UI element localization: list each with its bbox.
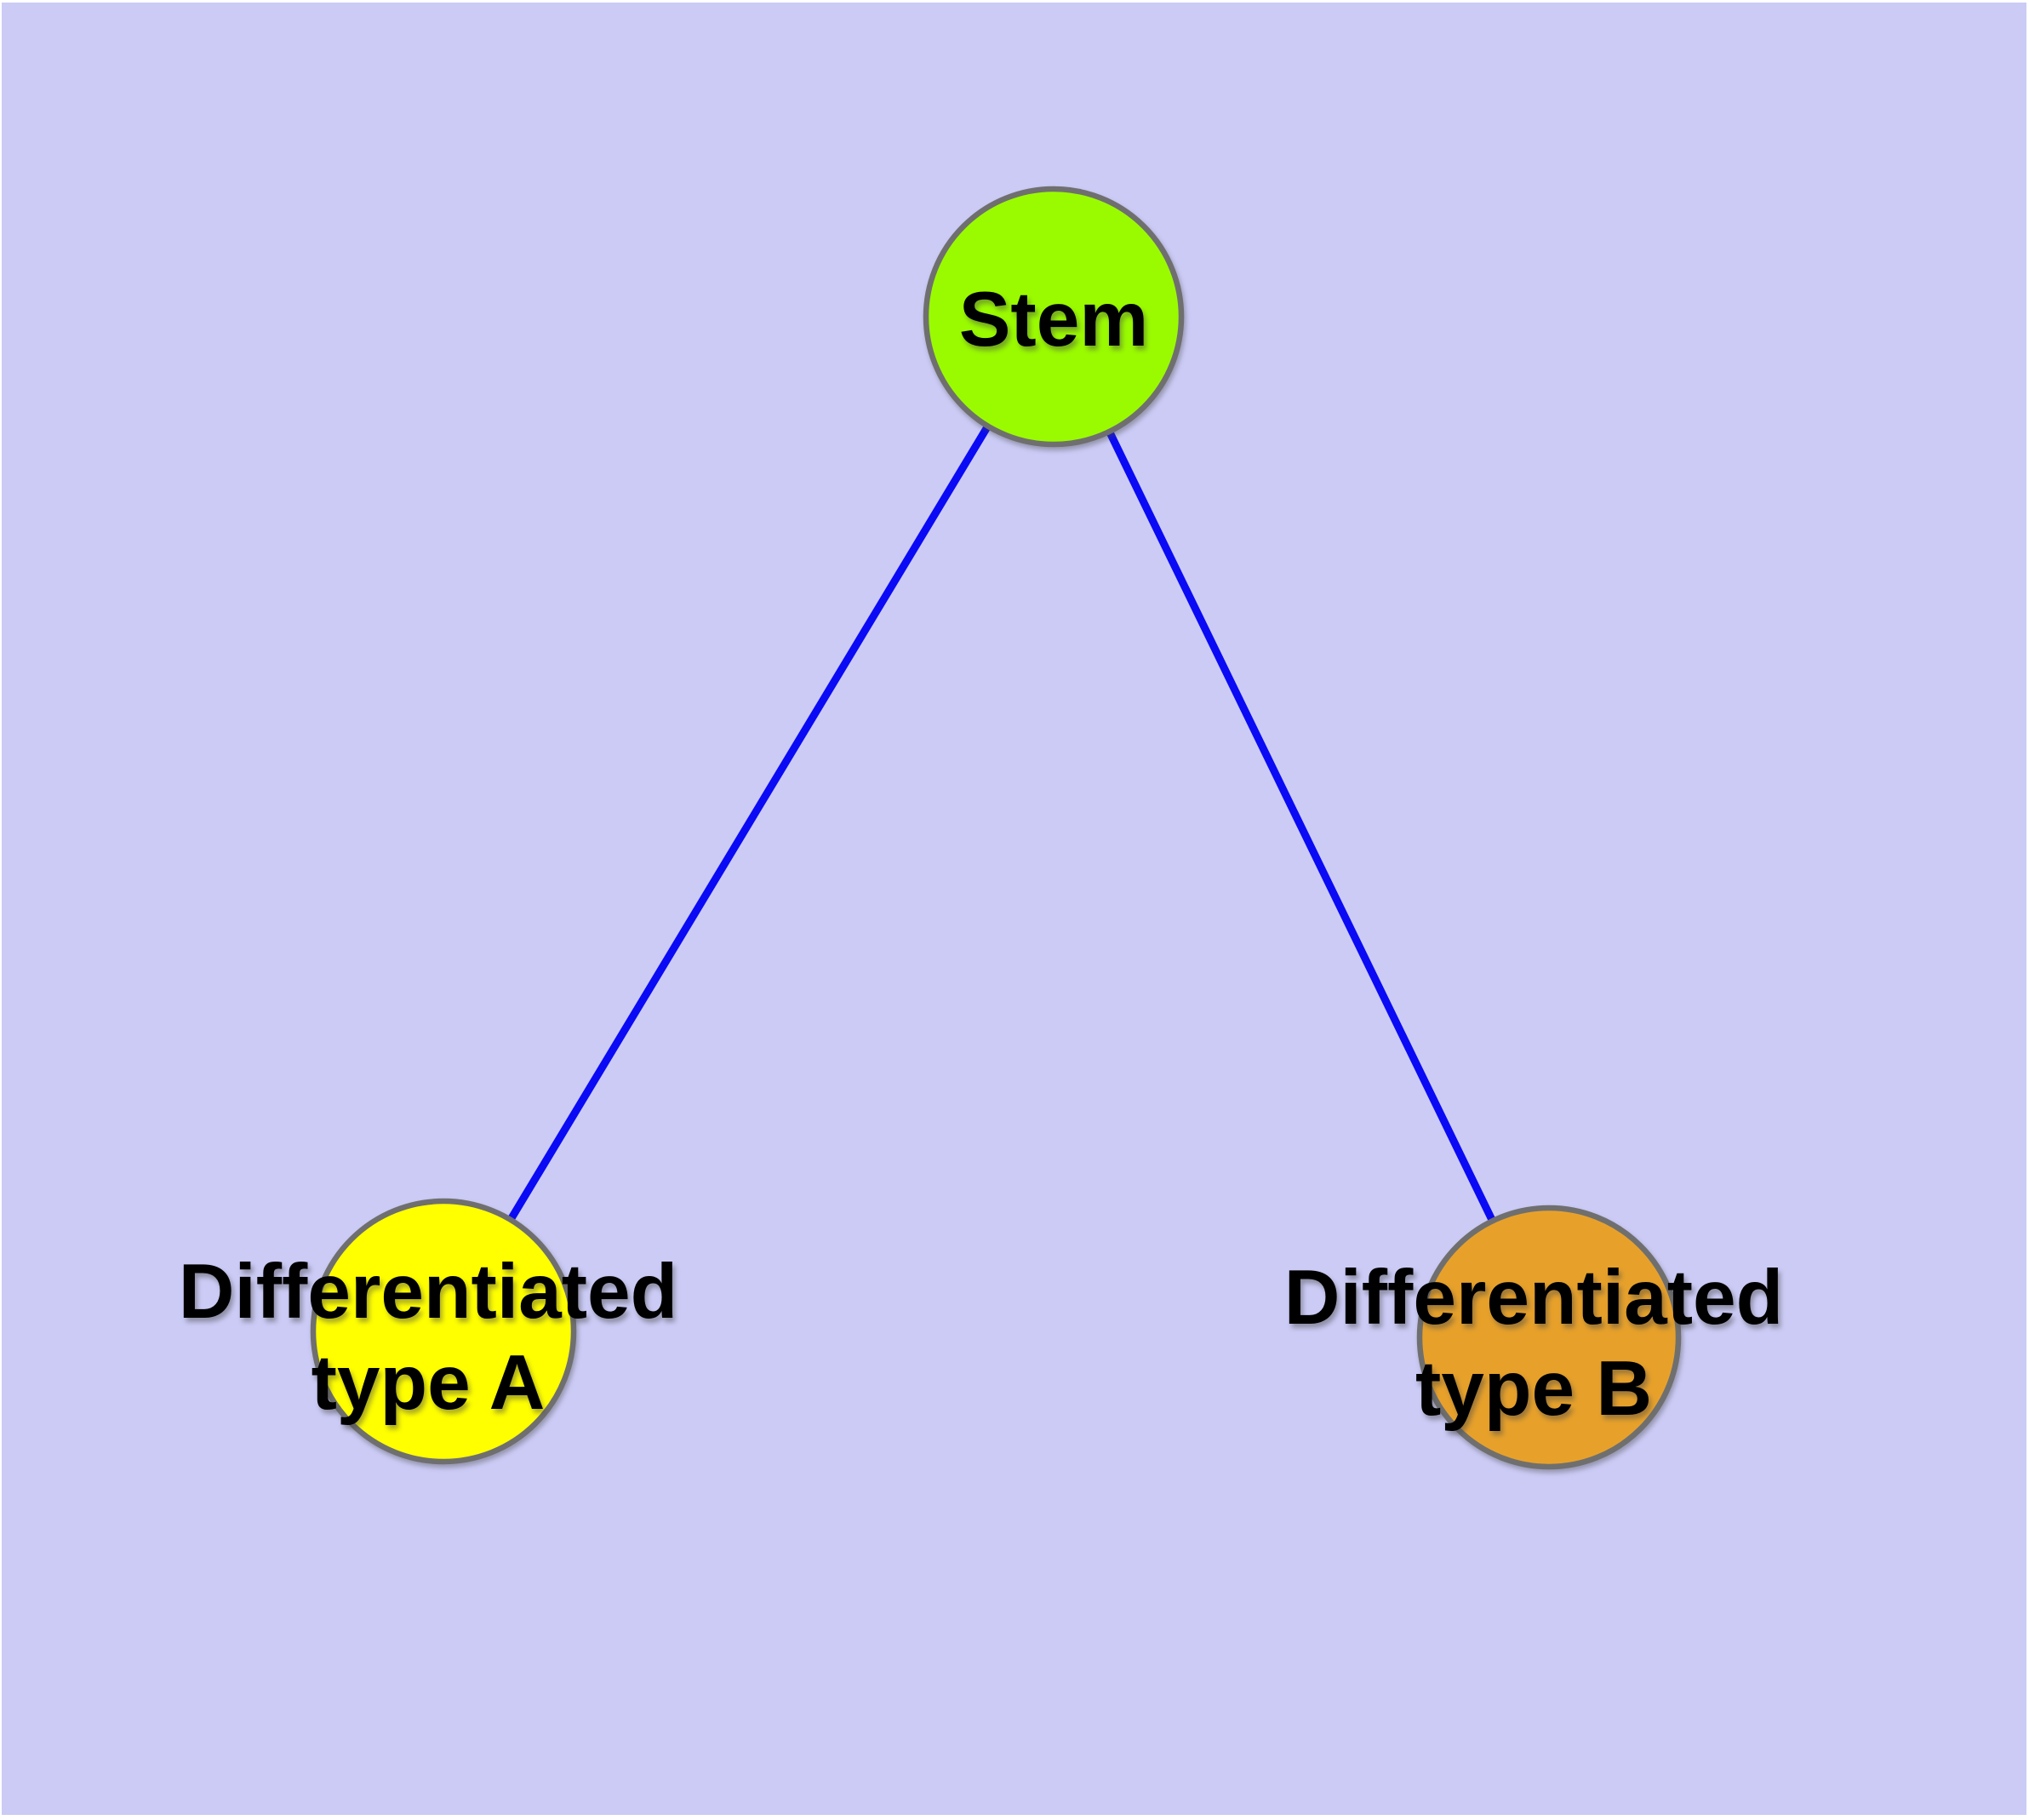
node-type-a-label-line1: Differentiated — [179, 1249, 678, 1335]
node-stem-label: Stem — [959, 277, 1149, 363]
node-type-b-label-line1: Differentiated — [1284, 1255, 1784, 1341]
edge-stem-to-type-b — [1049, 315, 1553, 1339]
edge-stem-to-type-a — [440, 314, 1057, 1334]
node-type-b — [1416, 1205, 1682, 1470]
node-type-a-label-line2: type A — [311, 1340, 546, 1426]
node-type-b-label-line2: type B — [1415, 1346, 1652, 1432]
node-type-a — [310, 1198, 577, 1465]
node-stem — [923, 186, 1185, 448]
